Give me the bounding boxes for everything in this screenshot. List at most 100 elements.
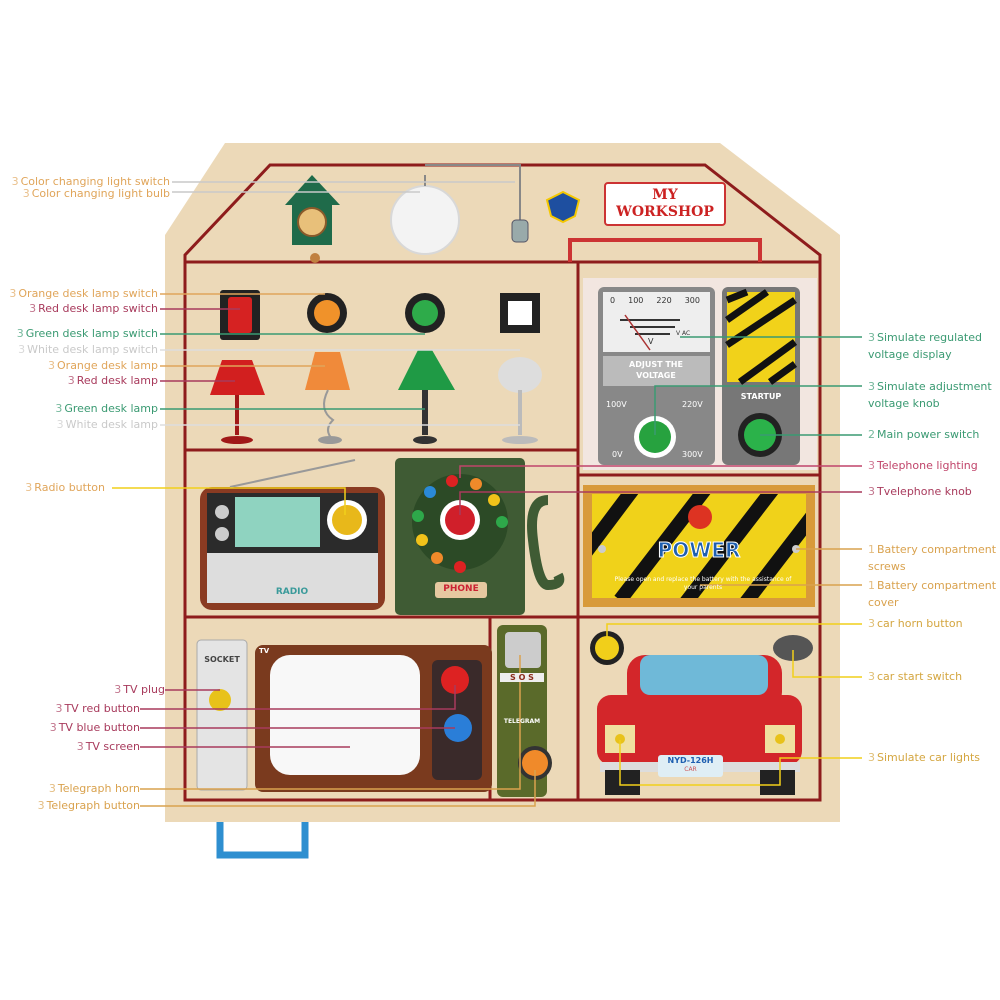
sos-label: S O S	[500, 673, 544, 682]
quantity: 3	[868, 751, 875, 764]
knob-label-0v: 0V	[612, 450, 623, 459]
callout-text: White desk lamp switch	[27, 343, 158, 356]
callout-text: TV red button	[64, 702, 140, 715]
green-desk-lamp-switch[interactable]	[412, 300, 438, 326]
quantity: 3	[48, 359, 56, 372]
quantity: 3	[25, 481, 33, 494]
meter-unit-ac: V AC	[676, 330, 691, 337]
battery-warning: Please open and replace the battery with…	[614, 576, 792, 591]
callout-text: Radio button	[34, 481, 105, 494]
meter-tick: 100	[628, 296, 644, 305]
quantity: 3	[49, 721, 57, 734]
callout-text: Telegraph horn	[57, 782, 140, 795]
orange-desk-lamp	[305, 352, 350, 444]
callout-text: Simulate adjustment voltage knob	[868, 380, 992, 410]
callout-text: TV screen	[85, 740, 140, 753]
callout-text: Green desk lamp	[64, 402, 158, 415]
quantity: 3	[29, 302, 37, 315]
callout-text: Red desk lamp switch	[38, 302, 158, 315]
tv-blue-button[interactable]	[444, 714, 472, 742]
quantity: 3	[56, 418, 64, 431]
callout-text: Main power switch	[877, 428, 980, 441]
phone-label: PHONE	[443, 584, 479, 594]
workshop-sign	[604, 182, 726, 226]
car-start-switch[interactable]	[773, 635, 813, 661]
radio-button[interactable]	[332, 505, 362, 535]
cuckoo-clock	[285, 175, 340, 263]
tv-label: TV	[259, 647, 270, 655]
color-light-switch[interactable]	[511, 219, 529, 243]
car	[597, 655, 802, 795]
meter-needle	[624, 314, 651, 351]
callout-text: Color changing light switch	[20, 175, 170, 188]
callout-text: TV blue button	[58, 721, 140, 734]
quantity: 1	[868, 543, 875, 556]
tv-red-button[interactable]	[441, 666, 469, 694]
meter-tick: 220	[656, 296, 672, 305]
color-changing-light-bulb[interactable]	[390, 185, 460, 255]
quantity: 3	[37, 799, 45, 812]
white-desk-lamp	[498, 357, 542, 444]
tv-screen[interactable]	[270, 655, 420, 775]
quantity: 3	[76, 740, 84, 753]
startup-label: STARTUP	[740, 392, 782, 401]
adjust-voltage-caption: ADJUST THE VOLTAGE	[629, 360, 683, 380]
car-horn-button[interactable]	[595, 636, 619, 660]
voltage-knob[interactable]	[639, 421, 671, 453]
quantity: 3	[67, 374, 75, 387]
battery-screw[interactable]	[598, 545, 606, 553]
quantity: 3	[22, 187, 30, 200]
red-desk-lamp	[210, 360, 265, 444]
telegram-label: TELEGRAM	[503, 718, 541, 725]
badge-icon	[545, 190, 581, 224]
license-plate-sub: CAR	[684, 766, 697, 773]
quantity: 3	[55, 402, 63, 415]
orange-desk-lamp-switch[interactable]	[314, 300, 340, 326]
car-light[interactable]	[615, 734, 625, 744]
quantity: 3	[16, 327, 24, 340]
telegraph-button[interactable]	[522, 750, 548, 776]
quantity: 3	[11, 175, 19, 188]
workshop-sign-text: MY WORKSHOP	[616, 187, 714, 220]
callout-text: Green desk lamp switch	[25, 327, 158, 340]
meter-unit: V	[648, 337, 654, 346]
callout-text: Color changing light bulb	[31, 187, 170, 200]
quantity: 3	[868, 380, 875, 393]
license-plate: NYD-126H	[667, 756, 714, 765]
telephone-knob[interactable]	[445, 505, 475, 535]
callout-text: Telephone lighting	[877, 459, 978, 472]
quantity: 3	[868, 670, 875, 683]
quantity: 2	[868, 428, 875, 441]
tv-plug[interactable]	[209, 689, 231, 711]
callout-text: Simulate car lights	[877, 751, 981, 764]
callout-text: Tvelephone knob	[877, 485, 972, 498]
radio-label: RADIO	[275, 587, 309, 597]
meter-tick: 0	[610, 296, 616, 305]
car-light[interactable]	[775, 734, 785, 744]
callout-text: Red desk lamp	[76, 374, 158, 387]
quantity: 3	[18, 343, 26, 356]
